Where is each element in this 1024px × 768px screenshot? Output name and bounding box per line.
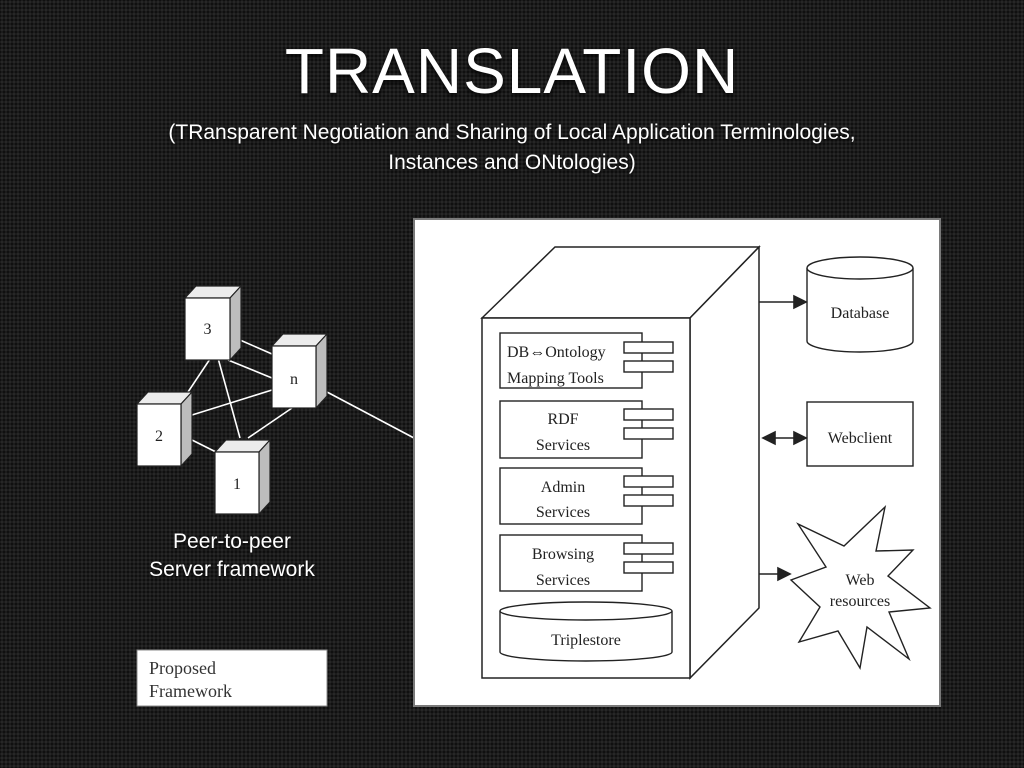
peer-node-3-label: 3 (204, 321, 212, 338)
peer-node-n-label: n (290, 371, 298, 388)
caption-line-2: Framework (149, 681, 232, 701)
webclient-label: Webclient (828, 430, 893, 447)
peer-node-n: n (270, 332, 329, 410)
peer-node-2-label: 2 (155, 428, 163, 445)
subtitle-line-2: Instances and ONtologies) (388, 151, 636, 174)
web-resources-starburst (789, 504, 932, 670)
component-db-ontology-line-1: DB⇔Ontology (507, 344, 606, 361)
web-resources-line-2: resources (830, 593, 890, 610)
component-rdf-line-1: RDF (547, 411, 578, 428)
connection-arrows (759, 294, 808, 582)
component-admin-line-2: Services (536, 504, 590, 521)
component-browsing-services (499, 534, 674, 592)
subtitle-line-1: (TRansparent Negotiation and Sharing of … (168, 121, 856, 144)
component-db-ontology-mapping (499, 332, 674, 389)
peer-label-line-2: Server framework (149, 558, 315, 581)
web-resources-line-1: Web (846, 572, 875, 589)
peer-node-1: 1 (213, 438, 272, 516)
peer-label-line-1: Peer-to-peer (173, 530, 291, 553)
component-admin-services (499, 467, 674, 525)
component-browsing-line-2: Services (536, 572, 590, 589)
slide-subtitle: (TRansparent Negotiation and Sharing of … (80, 118, 944, 178)
caption-line-1: Proposed (149, 658, 216, 678)
database-cylinder (806, 256, 914, 353)
triplestore-cylinder (499, 601, 673, 662)
peer-to-peer-label: Peer-to-peer Server framework (112, 528, 352, 584)
peer-node-1-label: 1 (233, 476, 241, 493)
component-db-ontology-line-2: Mapping Tools (507, 370, 604, 387)
proposed-framework-caption: Proposed Framework (136, 649, 328, 707)
webclient-box (806, 401, 914, 467)
component-rdf-services (499, 400, 674, 459)
component-browsing-line-1: Browsing (532, 546, 594, 563)
peer-links (187, 339, 415, 453)
slide-title: TRANSLATION (284, 35, 740, 107)
triplestore-label: Triplestore (551, 632, 621, 649)
peer-node-2: 2 (135, 390, 194, 468)
database-label: Database (831, 305, 890, 322)
component-rdf-line-2: Services (536, 437, 590, 454)
component-admin-line-1: Admin (541, 479, 585, 496)
peer-node-3: 3 (183, 284, 243, 362)
